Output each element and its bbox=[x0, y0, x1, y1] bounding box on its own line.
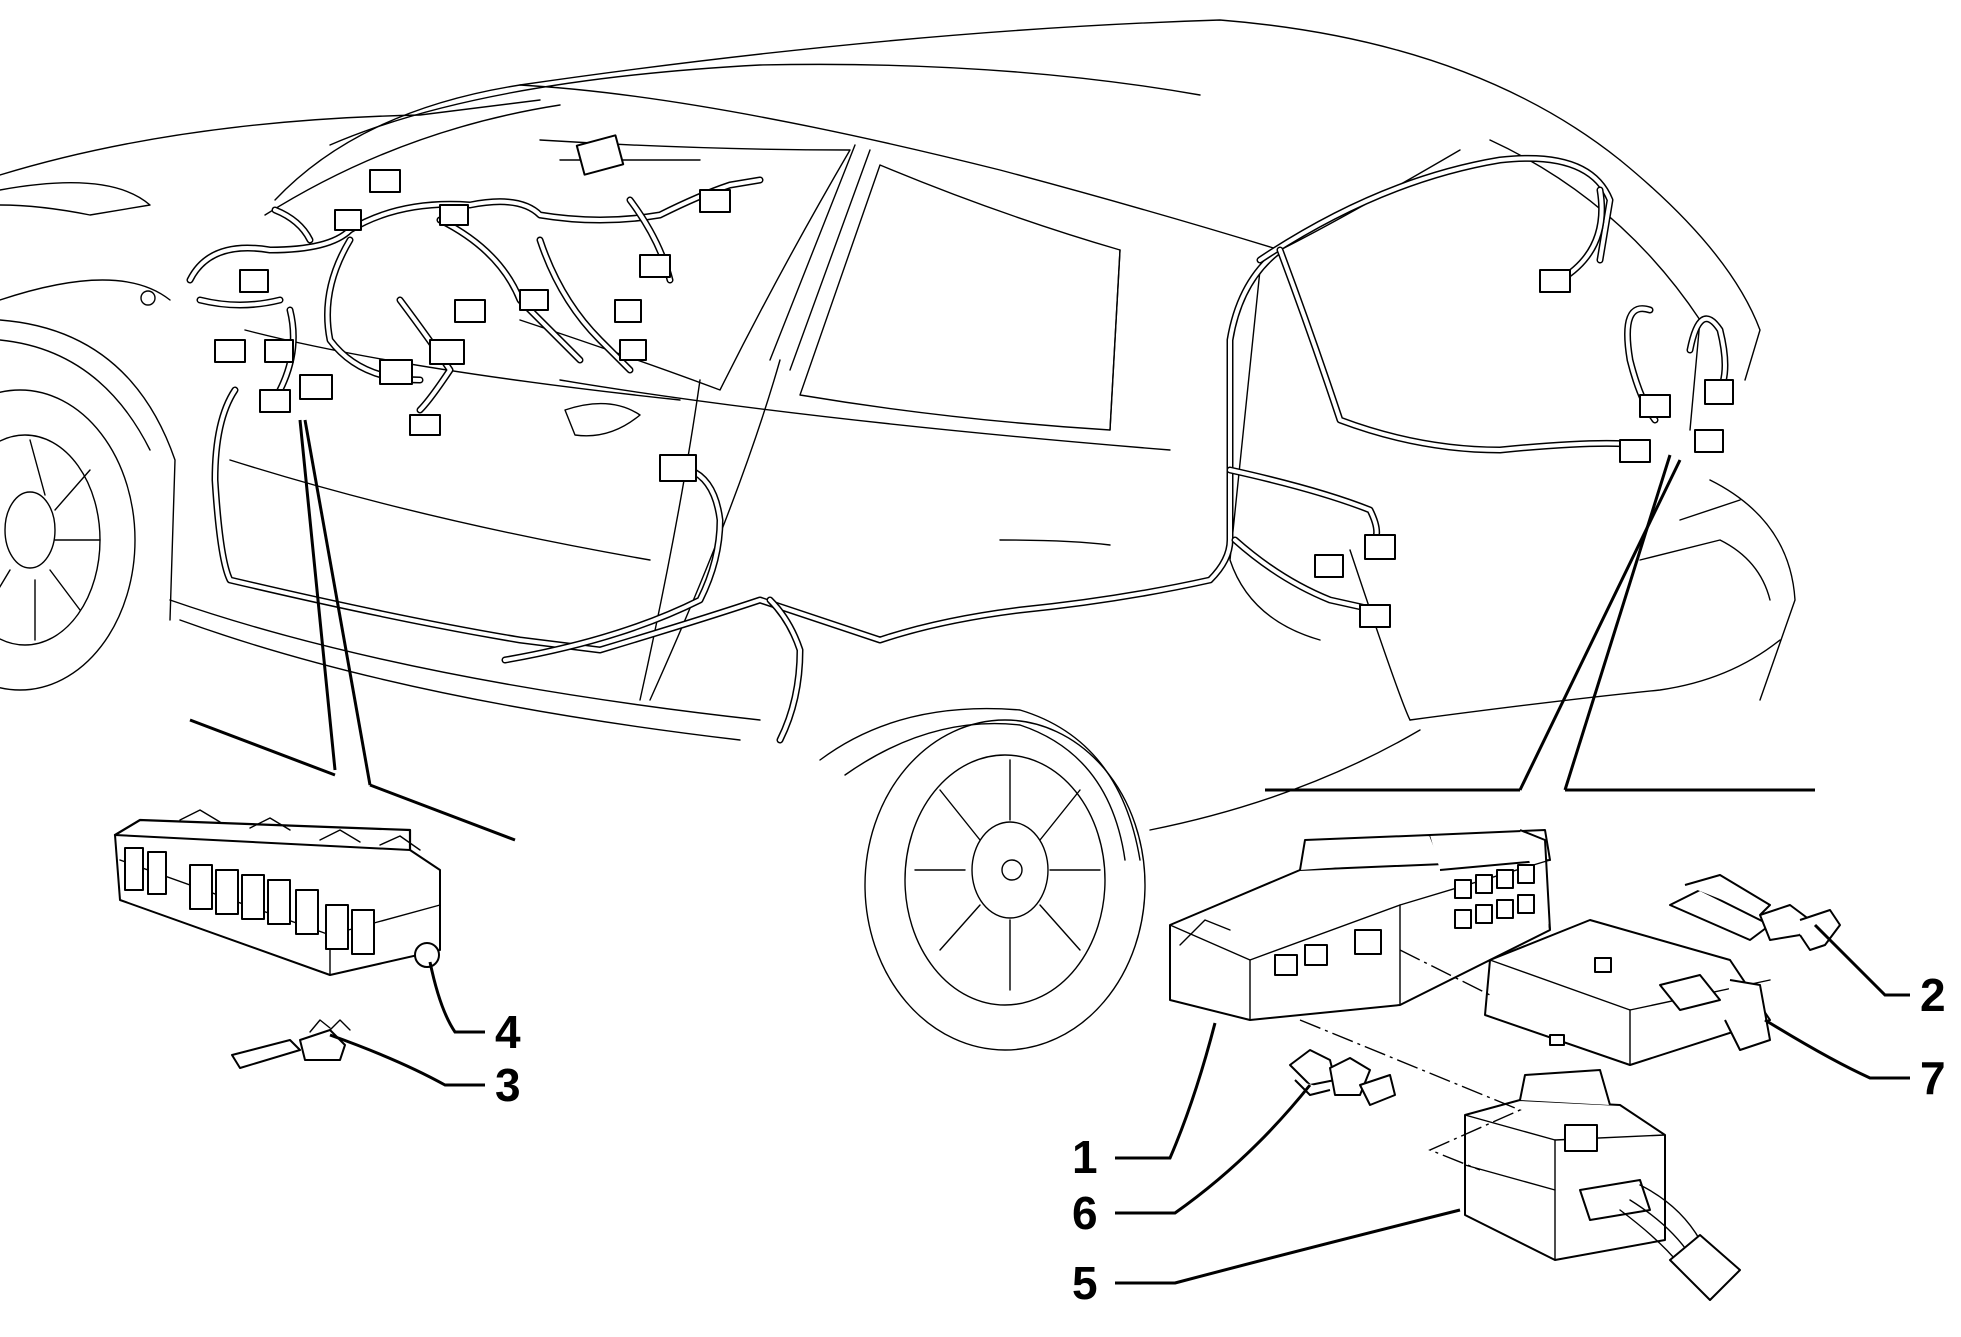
assembly-lines bbox=[1299, 949, 1522, 1171]
front-wheel bbox=[0, 389, 136, 691]
part-3-terminal bbox=[231, 1019, 351, 1069]
part-1-connector-block bbox=[1169, 829, 1551, 1021]
harness-connectors bbox=[214, 134, 1734, 628]
part-5-plug bbox=[1464, 1069, 1741, 1301]
callout-6: 6 bbox=[1072, 1187, 1098, 1239]
part-7-cover bbox=[1484, 919, 1771, 1066]
car-body-outline bbox=[0, 19, 1796, 1051]
rear-wheel bbox=[864, 719, 1146, 1051]
part-6-terminal bbox=[1289, 1049, 1396, 1106]
callout-5: 5 bbox=[1072, 1257, 1098, 1309]
callout-7: 7 bbox=[1920, 1052, 1946, 1104]
callout-2: 2 bbox=[1920, 969, 1946, 1021]
callout-leaders bbox=[329, 923, 1910, 1285]
leader-lines bbox=[189, 419, 1815, 842]
harness-lines bbox=[186, 154, 1729, 744]
callout-4: 4 bbox=[495, 1006, 521, 1058]
callout-1: 1 bbox=[1072, 1131, 1098, 1183]
callout-3: 3 bbox=[495, 1059, 521, 1111]
part-2-terminal bbox=[1669, 874, 1841, 951]
part-4-connector-block bbox=[113, 809, 441, 976]
